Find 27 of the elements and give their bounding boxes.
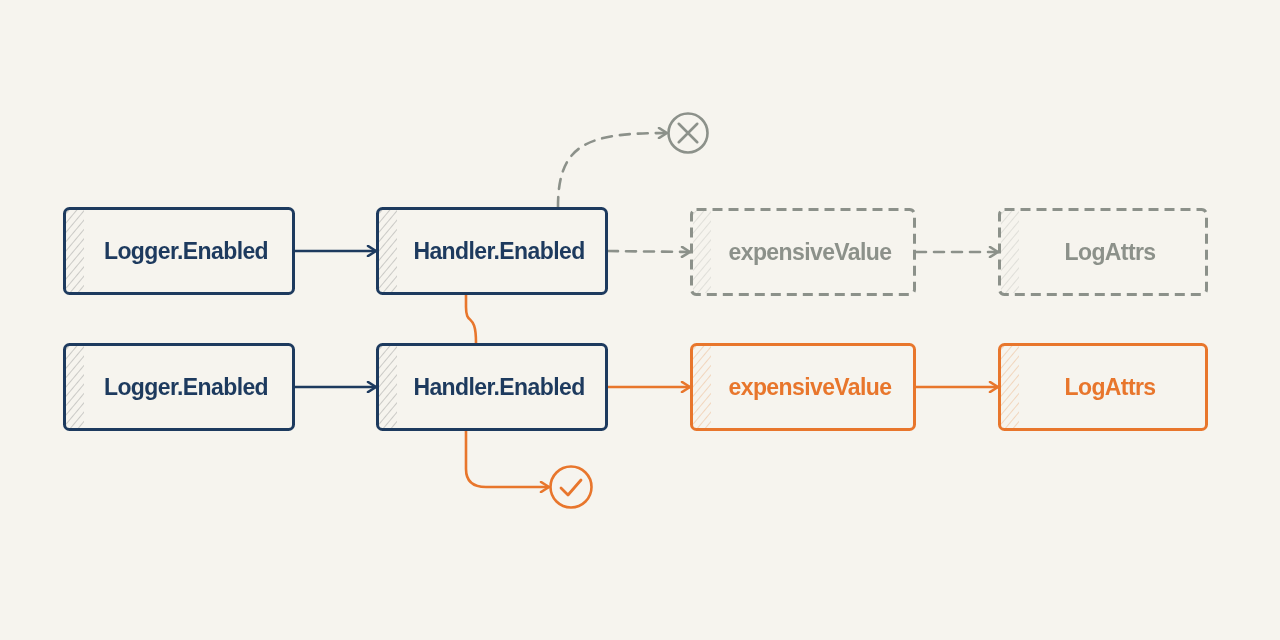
process-box: [690, 343, 916, 431]
arrow: [606, 380, 692, 394]
box-label: expensiveValue: [727, 373, 892, 401]
process-box: [998, 343, 1208, 431]
process-box: [63, 207, 295, 295]
cancel-circle-icon: [667, 112, 709, 154]
box-label: LogAttrs: [1063, 373, 1156, 401]
arrow: [914, 380, 1000, 394]
process-box: [63, 343, 295, 431]
process-box: [376, 207, 608, 295]
arrow: [293, 244, 378, 258]
arrow: [464, 429, 551, 494]
arrow: [293, 380, 378, 394]
arrow: [606, 245, 692, 259]
arrow: [914, 245, 1000, 259]
box-label: Logger.Enabled: [102, 373, 269, 401]
box-label: Logger.Enabled: [102, 237, 269, 265]
box-label: Handler.Enabled: [412, 373, 585, 401]
box-label: Handler.Enabled: [412, 237, 585, 265]
process-box: [376, 343, 608, 431]
process-box: [690, 208, 916, 296]
check-circle-icon: [549, 465, 593, 509]
box-label: expensiveValue: [727, 238, 892, 266]
connector-line: [464, 293, 478, 345]
box-label: LogAttrs: [1063, 238, 1156, 266]
arrow: [556, 126, 669, 209]
process-box: [998, 208, 1208, 296]
